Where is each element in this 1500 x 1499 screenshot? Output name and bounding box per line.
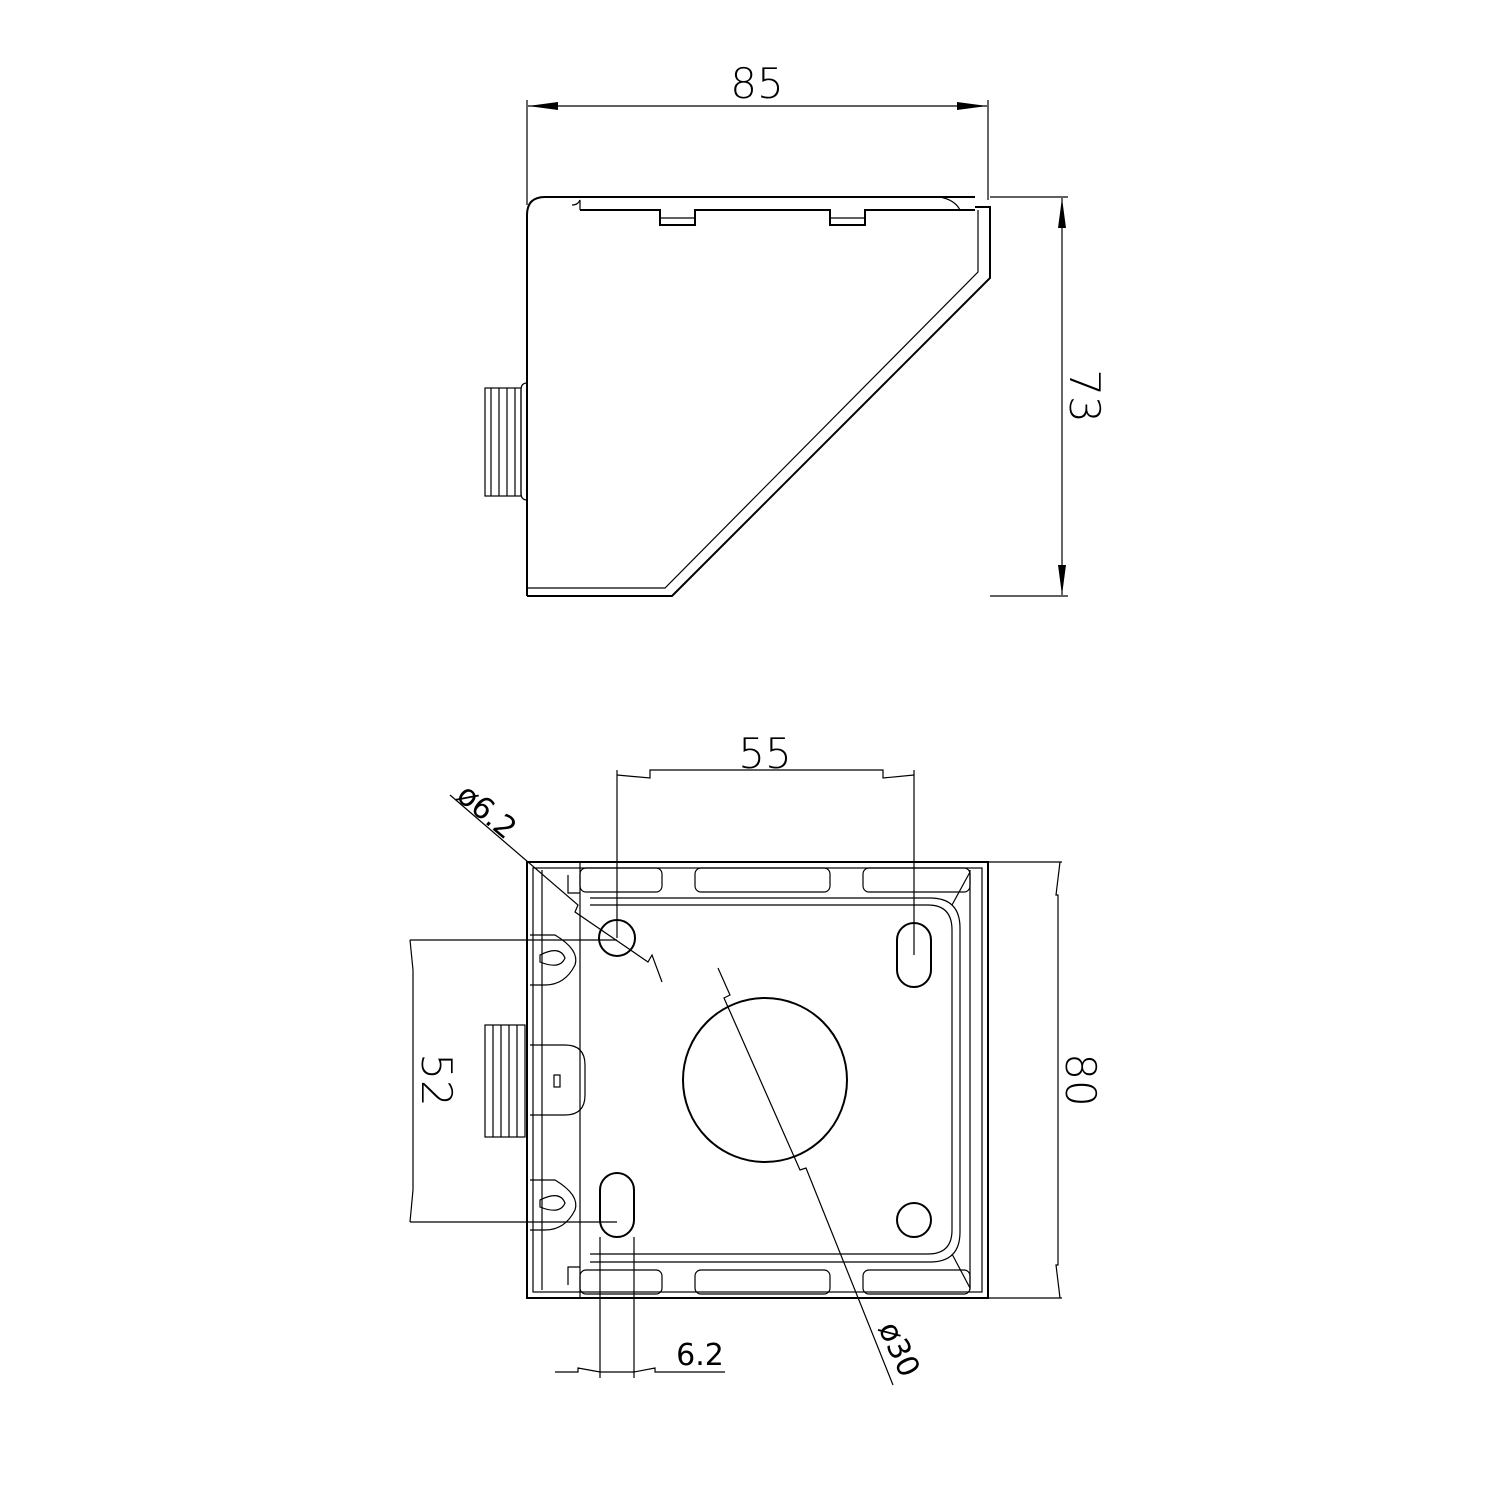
bracket-bottom-body — [526, 861, 989, 1299]
width-label: 85 — [730, 59, 783, 108]
width-dimension: 85 — [526, 59, 989, 205]
center-hole — [682, 997, 848, 1163]
height-label: 73 — [1060, 369, 1109, 422]
vertical-spacing-dimension: 52 — [409, 939, 617, 1223]
hole-spacing-label: 55 — [738, 729, 791, 778]
bracket-side-body — [526, 196, 991, 597]
mounting-hole — [896, 1202, 932, 1238]
bottom-view: 55 ø6.2 52 80 6.2 — [409, 729, 1105, 1386]
center-hole-dimension: ø30 — [717, 967, 926, 1386]
mounting-slot — [599, 1172, 635, 1238]
small-hole-label: ø6.2 — [450, 777, 523, 846]
threaded-connector-bottom — [484, 1024, 586, 1138]
threaded-connector-side — [484, 382, 528, 501]
height-dimension: 73 — [990, 196, 1109, 597]
slot-width-dimension: 6.2 — [555, 1237, 725, 1378]
depth-label: 80 — [1056, 1053, 1105, 1106]
side-view: 85 73 — [484, 59, 1109, 597]
slot-width-label: 6.2 — [676, 1338, 724, 1373]
depth-dimension: 80 — [988, 861, 1105, 1299]
vertical-spacing-label: 52 — [412, 1053, 461, 1106]
hole-spacing-dimension: 55 — [616, 729, 915, 955]
